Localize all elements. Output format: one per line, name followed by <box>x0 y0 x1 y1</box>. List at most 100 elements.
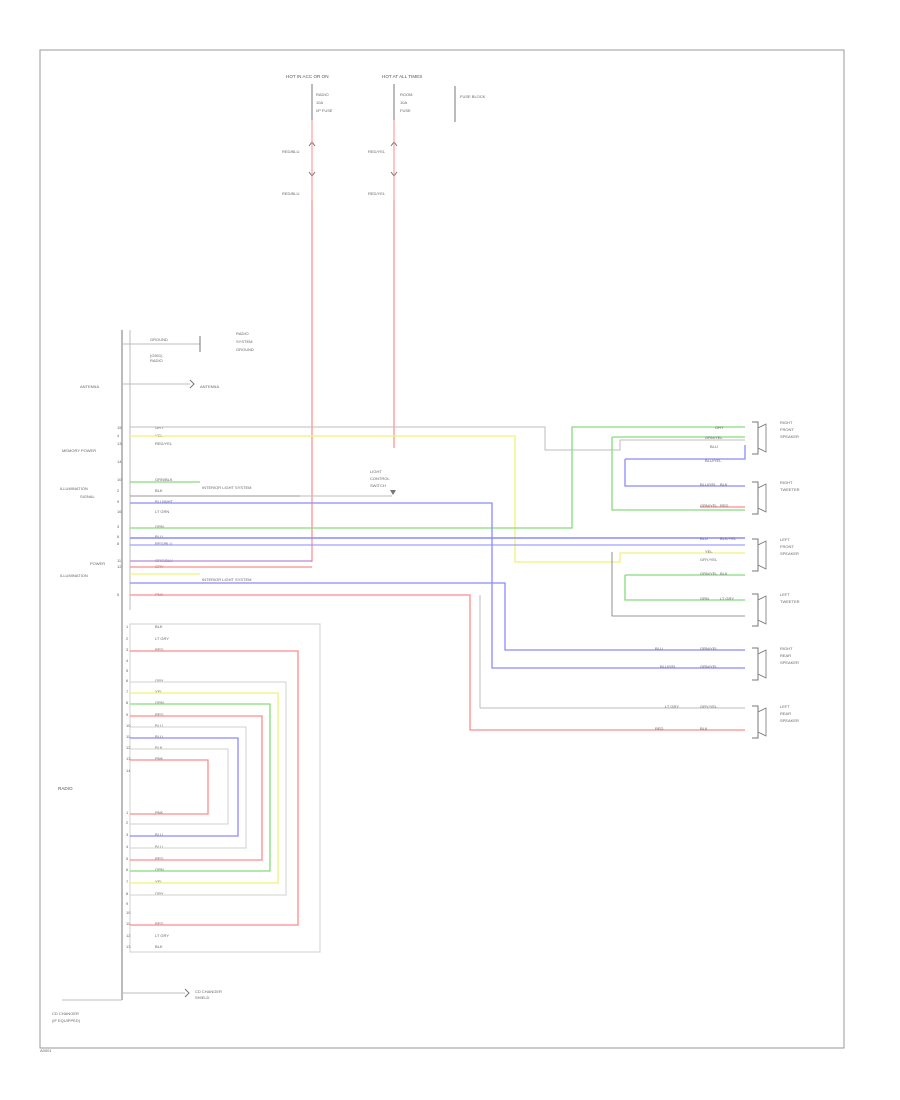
light-ctrl-2: CONTROL <box>370 476 390 481</box>
cd-pin-number: 13 <box>126 944 131 949</box>
lower-pin-number: 7 <box>126 689 129 694</box>
speaker-label-1: LEFT <box>780 537 790 542</box>
fuse-left-label: HOT IN ACC OR ON <box>286 74 329 79</box>
cd-pin-number: 1 <box>126 810 129 815</box>
power-label: POWER <box>90 561 105 566</box>
upper-pin-number: 16 <box>117 509 122 514</box>
speaker-wire-label: BLK <box>720 482 728 487</box>
speaker-label-3: SPEAKER <box>780 551 799 556</box>
speaker-wire-label: BLK <box>700 726 708 731</box>
speaker-label-1: RIGHT <box>780 480 793 485</box>
lower-pin-wire: GRN <box>155 700 164 705</box>
memory-power-label: MEMORY POWER <box>62 448 96 453</box>
speaker-wire-label: YEL <box>705 549 713 554</box>
upper-pin-number: 12 <box>117 564 122 569</box>
antenna-row: ANTENNA ANTENNA <box>80 379 219 389</box>
lower-pin-number: 4 <box>126 658 129 663</box>
speaker-label-2: REAR <box>780 711 791 716</box>
speaker-wire-label: GRN/YEL <box>705 435 723 440</box>
cd-pin-wire: RED <box>155 856 164 861</box>
speaker-icon <box>757 649 767 679</box>
antenna-label: ANTENNA <box>80 384 99 389</box>
speaker-wire-label: BLU/YEL <box>700 482 717 487</box>
cd-pin-number: 3 <box>126 832 129 837</box>
lower-pin-wire: BLU <box>155 734 163 739</box>
lower-pin-wire: RED <box>155 712 164 717</box>
lower-pin-wire: RED <box>155 647 164 652</box>
light-control-switch: LIGHT CONTROL SWITCH <box>300 469 396 497</box>
speaker-label-3: SPEAKER <box>780 718 799 723</box>
lower-pin-number: 11 <box>126 734 131 739</box>
upper-pin-number: 13 <box>117 441 122 446</box>
lower-pin-number: 6 <box>126 678 129 683</box>
upper-pin-wire: GRN <box>155 524 164 529</box>
speaker-bracket <box>752 481 759 515</box>
wire-right-1: RED/YEL <box>368 149 386 154</box>
lower-pin-number: 9 <box>126 712 129 717</box>
speaker-wire-label: GRY/YEL <box>700 704 718 709</box>
footer-code: A0001 <box>40 1048 52 1053</box>
light-ctrl-1: LIGHT <box>370 469 382 474</box>
upper-pin-number: 6 <box>117 534 120 539</box>
speaker-icon <box>757 595 767 625</box>
cd-pin-wire: YEL <box>155 879 163 884</box>
cd-node-sub: SHIELD <box>195 995 210 1000</box>
speaker-wire-label: GRY <box>715 425 724 430</box>
wire-left-1: RED/BLU <box>282 149 299 154</box>
cd-pin-number: 10 <box>126 910 131 915</box>
speaker-wire-label: BLU <box>710 444 718 449</box>
ground-label: GROUND <box>150 337 168 342</box>
upper-pin-number: 5 <box>117 592 120 597</box>
harness-wires <box>130 426 746 731</box>
lower-pin-number: 1 <box>126 624 129 629</box>
interior-light-1: INTERIOR LIGHT SYSTEM <box>202 485 252 490</box>
speaker-label-3: SPEAKER <box>780 660 799 665</box>
speaker-label-2: TWEETER <box>780 599 800 604</box>
speaker-wire-label: BLU/YEL <box>660 664 677 669</box>
light-ctrl-3: SWITCH <box>370 483 386 488</box>
speaker-wire-label: GRN/YEL <box>700 571 718 576</box>
fuse-left-sub1: RADIO <box>316 92 329 97</box>
upper-pin-number: 10 <box>117 477 122 482</box>
speaker-wire-label: GRN <box>700 596 709 601</box>
lower-pin-wire: LT GRY <box>155 636 169 641</box>
ground-sub: (G501) <box>150 353 163 358</box>
upper-pin-wire: LT GRN <box>155 509 169 514</box>
speaker-icon <box>757 540 767 570</box>
cd-pin-number: 4 <box>126 844 129 849</box>
upper-pin-number: 9 <box>117 499 120 504</box>
speaker-label-1: LEFT <box>780 704 790 709</box>
speaker-wire-label: BLU <box>700 536 708 541</box>
upper-pin-wire: RED/YEL <box>155 441 173 446</box>
speaker-wire-label: RED <box>720 503 729 508</box>
upper-pin-wire: BLU/WHT <box>155 499 174 504</box>
upper-pin-number: 3 <box>117 524 120 529</box>
lower-pin-wire: BLU <box>155 723 163 728</box>
illumination2-label: ILLUMINATION <box>60 573 88 578</box>
fuse-right-note: FUSE BLOCK <box>460 94 486 99</box>
speaker-6: LEFT REAR SPEAKER <box>752 704 799 739</box>
radio-label: RADIO <box>58 786 73 791</box>
cd-pin-number: 9 <box>126 901 129 906</box>
speaker-bracket <box>752 705 759 739</box>
speaker-label-1: RIGHT <box>780 420 793 425</box>
speaker-wire-label: GRY/YEL <box>700 557 718 562</box>
interior-light-2: INTERIOR LIGHT SYSTEM <box>202 577 252 582</box>
fuse-right-group: HOT AT ALL TIMES ROOM 10A FUSE FUSE BLOC… <box>368 74 486 196</box>
cd-pin-number: 11 <box>126 921 131 926</box>
cd-harness-outline <box>129 623 321 953</box>
speaker-wire-label: RED <box>655 726 664 731</box>
wire-right-2: RED/YEL <box>368 191 386 196</box>
ground-ref-3: GROUND <box>236 347 254 352</box>
wire-left-2: RED/BLU <box>282 191 299 196</box>
cd-pin-wire: LT GRY <box>155 933 169 938</box>
cd-pin-wire: GRN <box>155 867 164 872</box>
fuse-right-sub2: 10A <box>400 100 407 105</box>
upper-pin-number: 2 <box>117 488 120 493</box>
